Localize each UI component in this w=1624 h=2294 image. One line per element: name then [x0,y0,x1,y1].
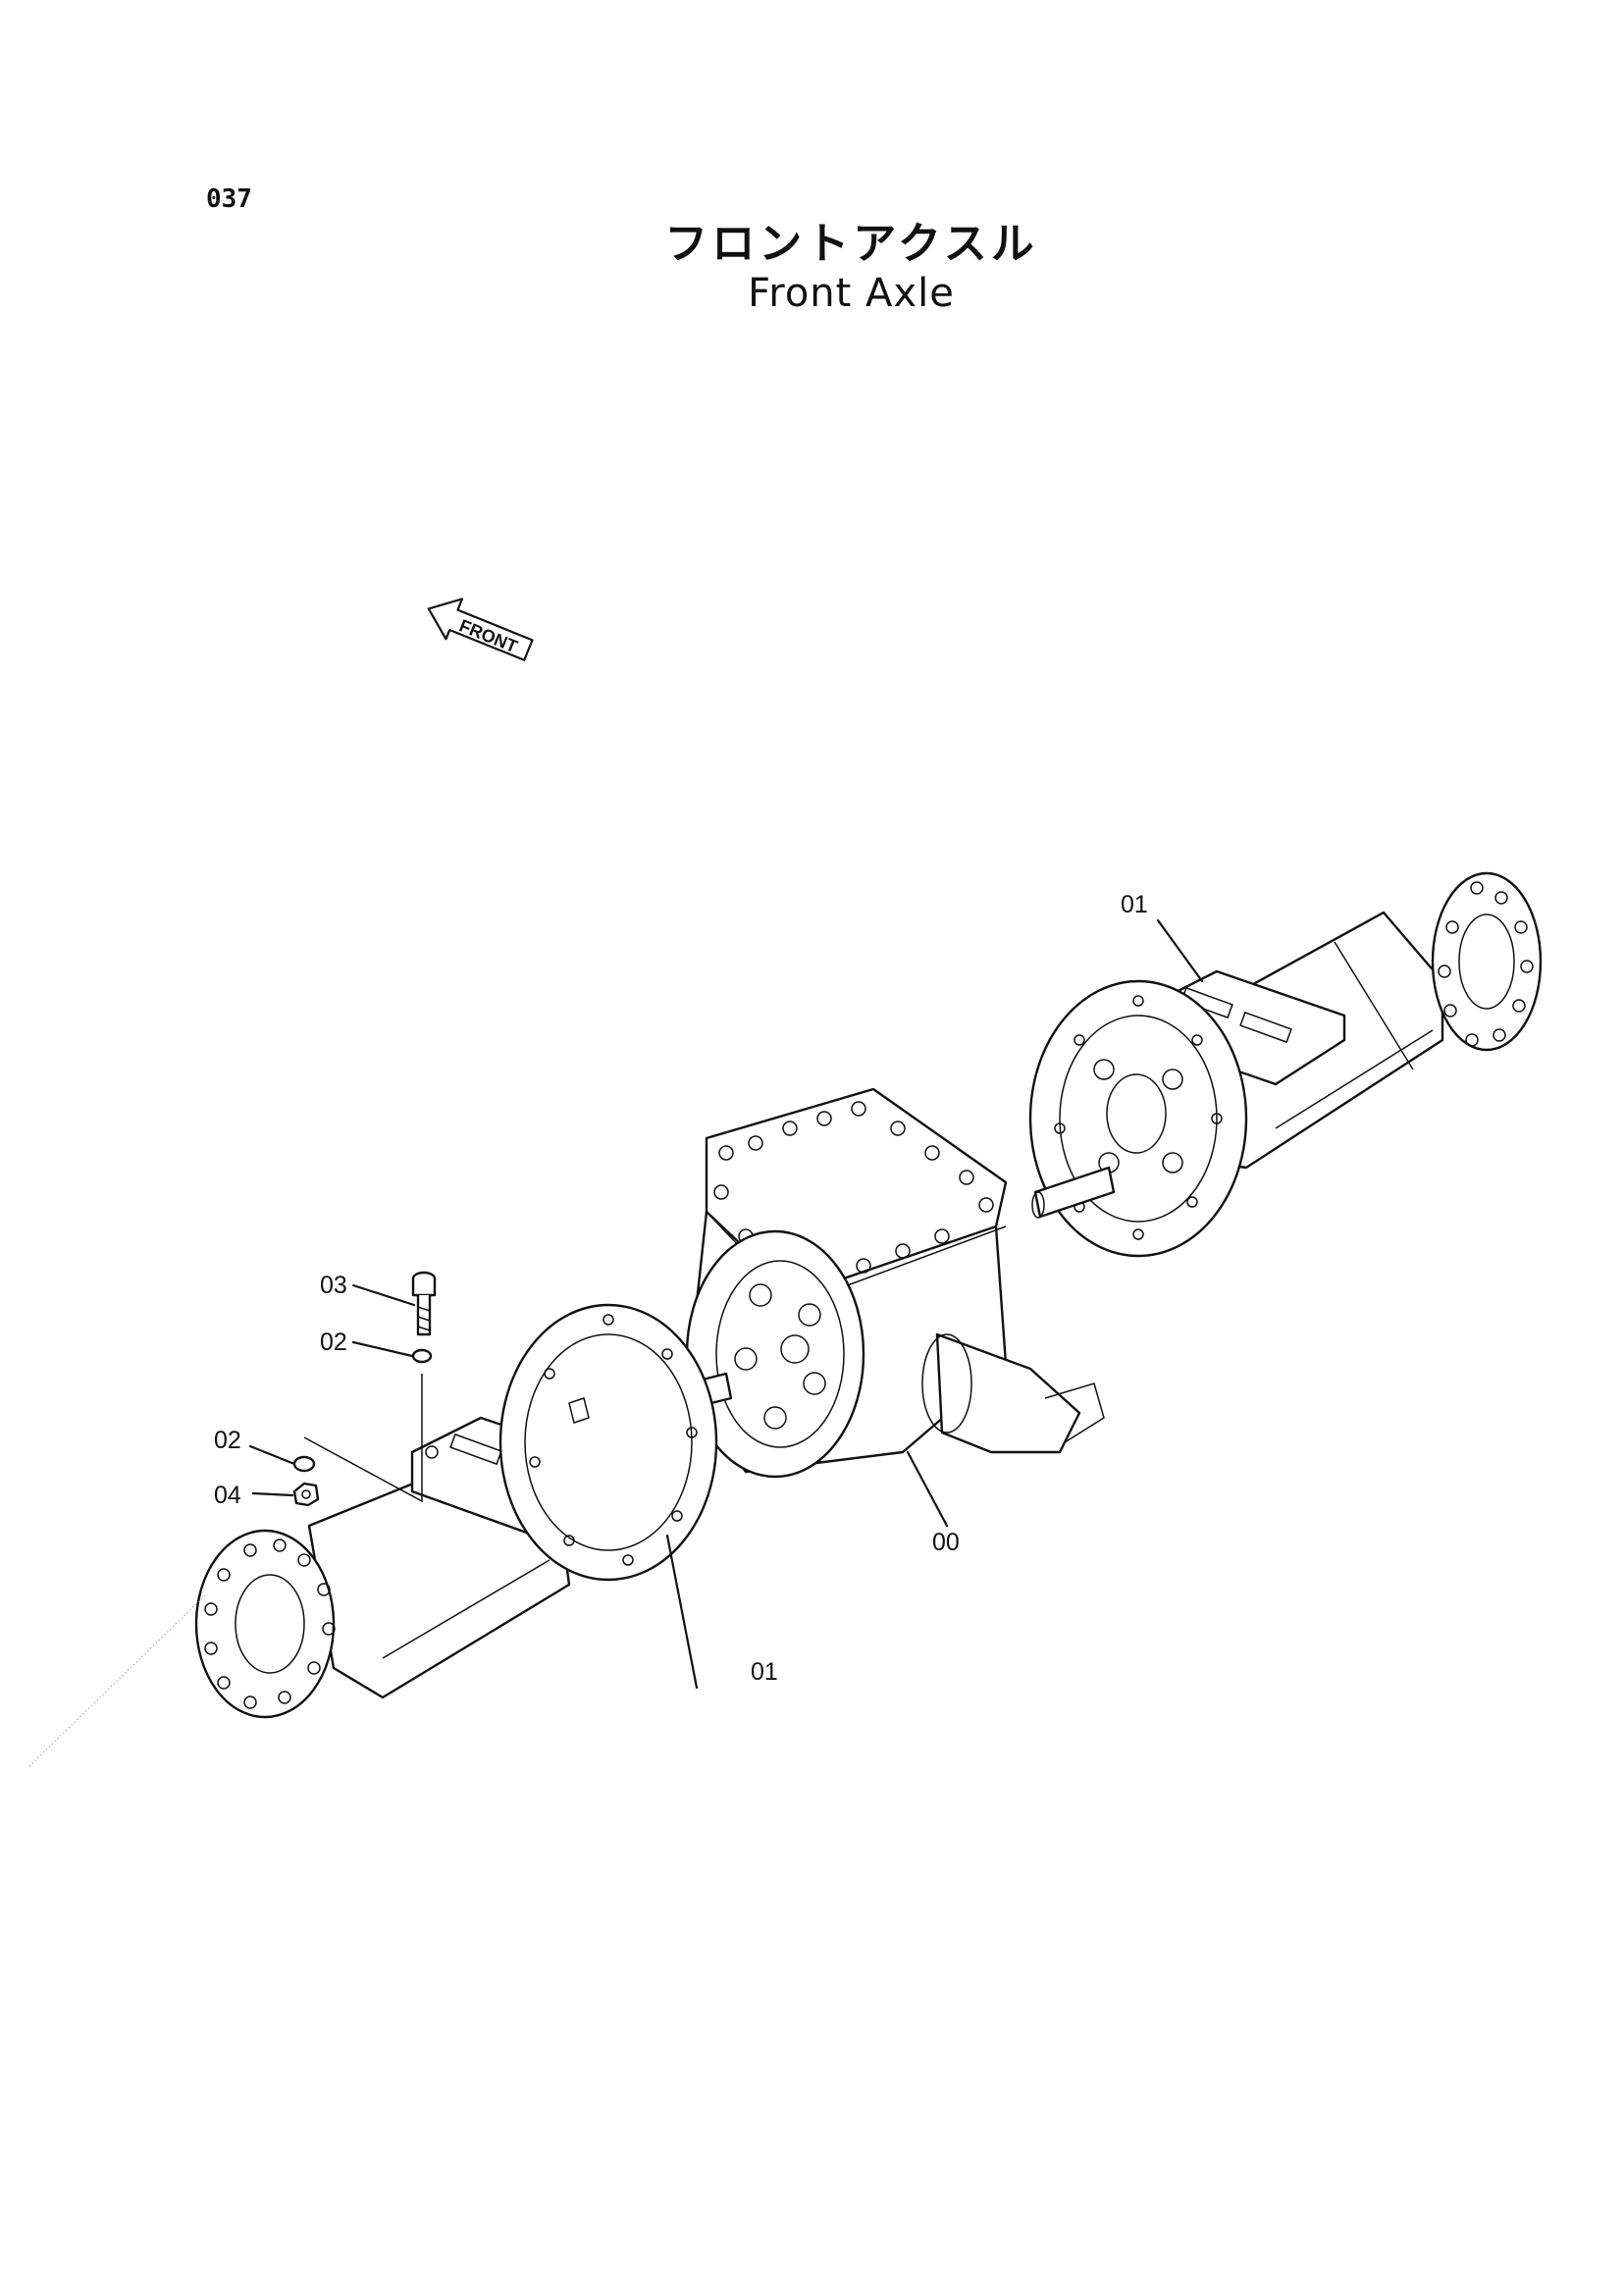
washer-02-lower [292,1455,316,1473]
differential-carrier [685,1087,1105,1479]
callout-02-lower-washer: 02 [214,1427,241,1454]
title-english: Front Axle [748,271,955,316]
nut-04 [292,1482,320,1507]
callout-01-left-housing: 01 [751,1658,778,1686]
callout-03-bolt: 03 [320,1272,347,1299]
callout-01-right-housing: 01 [1121,891,1148,918]
axle-housing-right [1028,871,1543,1258]
callout-00-differential: 00 [932,1529,960,1556]
bolt-03 [411,1271,437,1336]
callout-02-upper-washer: 02 [320,1329,347,1356]
title-japanese: フロントアクスル [664,219,1038,269]
page-number: 037 [206,184,252,214]
washer-02-upper [411,1348,433,1364]
callout-04-nut: 04 [214,1482,241,1509]
axle-housing-left [194,1303,718,1719]
front-arrow-icon: FRONT [427,598,534,661]
